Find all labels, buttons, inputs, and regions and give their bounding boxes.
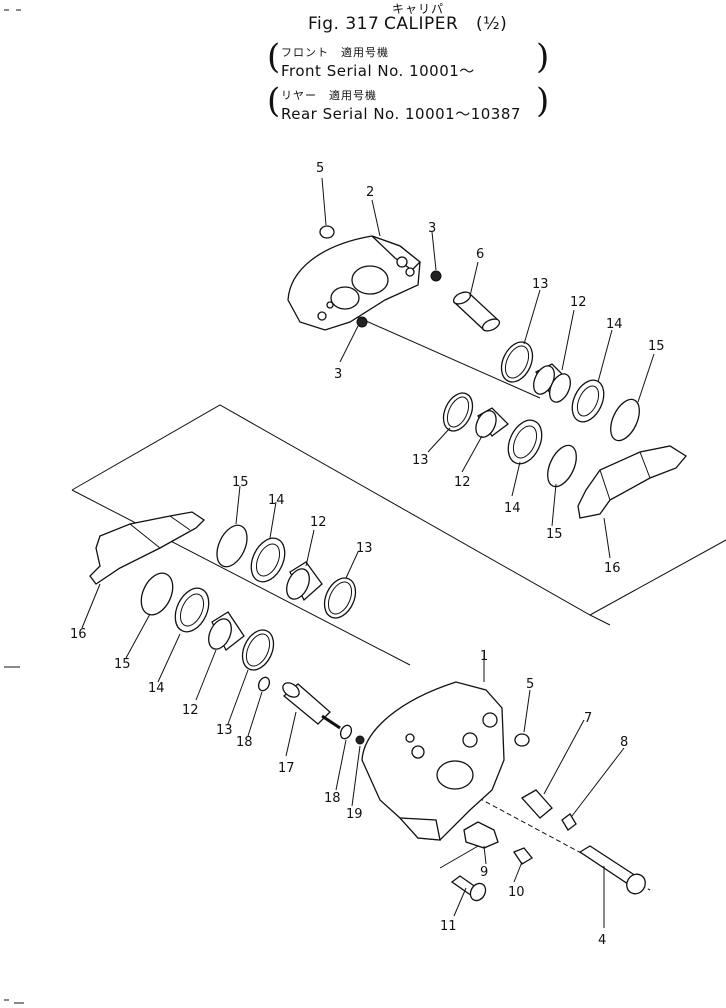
callout-13-left: 13	[356, 541, 373, 556]
guide-pin-17	[282, 682, 341, 730]
explode-frame-upper	[71, 404, 726, 616]
ring-15-upper	[610, 398, 640, 442]
callout-18-left: 18	[236, 735, 253, 750]
rear-bracket-right: )	[536, 81, 550, 121]
caliper-upper-body	[287, 235, 421, 331]
front-serial-line: Front Serial No. 10001～	[281, 62, 475, 80]
callout-19: 19	[346, 807, 363, 822]
figure-header: キャリパ Fig. 317 CALIPER (½) ( フロント 適用号機 Fr…	[0, 0, 726, 130]
nut-19	[355, 735, 365, 745]
callout-15-mid: 15	[546, 527, 563, 542]
piston-12-left-upper	[286, 561, 323, 602]
callout-14-mid: 14	[504, 501, 521, 516]
seal-14-left-lower	[174, 587, 210, 633]
explode-frame-lower	[71, 489, 611, 666]
callout-14-lower: 14	[148, 681, 165, 696]
piston-12-upper	[533, 363, 571, 403]
callout-13-mid: 13	[412, 453, 429, 468]
callout-4: 4	[598, 933, 606, 948]
caliper-lower-body	[361, 681, 505, 841]
figure-title-jp: キャリパ	[392, 2, 445, 16]
front-serial-jp: フロント 適用号機	[281, 46, 389, 59]
o-ring-upper	[319, 225, 335, 239]
washer-18-right	[339, 724, 353, 740]
callout-12-upper: 12	[570, 295, 587, 310]
leader-lines	[81, 177, 655, 928]
callout-9: 9	[480, 865, 488, 880]
front-bracket-left: (	[267, 37, 281, 77]
callout-13-upper: 13	[532, 277, 549, 292]
callout-labels: 5 2 3 6 13 12 14 15 3 13 12 14 15 16 15 …	[70, 161, 665, 948]
bleeder-screw-7	[520, 789, 553, 819]
callout-15-upper: 15	[648, 339, 665, 354]
brake-pad-right	[577, 445, 687, 519]
o-ring-lower	[514, 733, 530, 747]
callout-13-lower: 13	[216, 723, 233, 738]
seal-14-left-upper	[250, 537, 286, 583]
cap-8	[561, 813, 577, 831]
callout-14-left: 14	[268, 493, 285, 508]
callout-16-right: 16	[604, 561, 621, 576]
bolt-10	[513, 847, 533, 865]
callout-16-left: 16	[70, 627, 87, 642]
piston-12-mid	[475, 407, 509, 438]
bleeder-upper	[430, 270, 442, 282]
callout-2: 2	[366, 185, 374, 200]
bolt-4	[578, 845, 646, 895]
ring-15-left-upper	[216, 524, 248, 568]
callout-18-right: 18	[324, 791, 341, 806]
callout-12-left: 12	[310, 515, 327, 530]
callout-6: 6	[476, 247, 484, 262]
figure-part: (½)	[476, 14, 508, 34]
slide-pin	[452, 291, 501, 332]
figure-number: Fig. 317	[308, 14, 380, 34]
callout-3-upper: 3	[428, 221, 436, 236]
callout-12-lower: 12	[182, 703, 199, 718]
callout-7: 7	[584, 711, 592, 726]
ring-15-left-lower	[140, 572, 174, 616]
rear-serial-jp: リヤー 適用号機	[281, 89, 377, 102]
callout-5-upper: 5	[316, 161, 324, 176]
callout-8: 8	[620, 735, 628, 750]
margin-marks	[4, 9, 24, 1004]
seal-14-mid	[507, 419, 543, 465]
seal-14-upper	[571, 379, 605, 423]
callout-14-upper: 14	[606, 317, 623, 332]
callout-11: 11	[440, 919, 457, 934]
callout-17: 17	[278, 761, 295, 776]
rear-bracket-left: (	[267, 81, 281, 121]
bleeder-lower	[356, 316, 368, 328]
callout-15-left: 15	[232, 475, 249, 490]
bolt-11	[450, 875, 487, 902]
callout-3-lower: 3	[334, 367, 342, 382]
ring-15-mid	[547, 444, 577, 488]
rear-serial-line: Rear Serial No. 10001～10387	[281, 105, 521, 123]
callout-12-mid: 12	[454, 475, 471, 490]
bracket-plate-9	[463, 821, 499, 849]
ring-13-upper	[500, 341, 534, 383]
callout-10: 10	[508, 885, 525, 900]
callout-5-lower: 5	[526, 677, 534, 692]
ring-13-left-lower	[241, 629, 275, 671]
ring-13-left-upper	[323, 577, 357, 619]
front-bracket-right: )	[536, 37, 550, 77]
washer-18-left	[257, 676, 271, 692]
piston-12-left-lower	[208, 611, 245, 651]
brake-pad-left	[89, 511, 206, 585]
callout-1: 1	[480, 649, 488, 664]
callout-15-lower: 15	[114, 657, 131, 672]
ring-13-mid	[442, 392, 474, 432]
figure-name: CALIPER	[384, 14, 459, 34]
